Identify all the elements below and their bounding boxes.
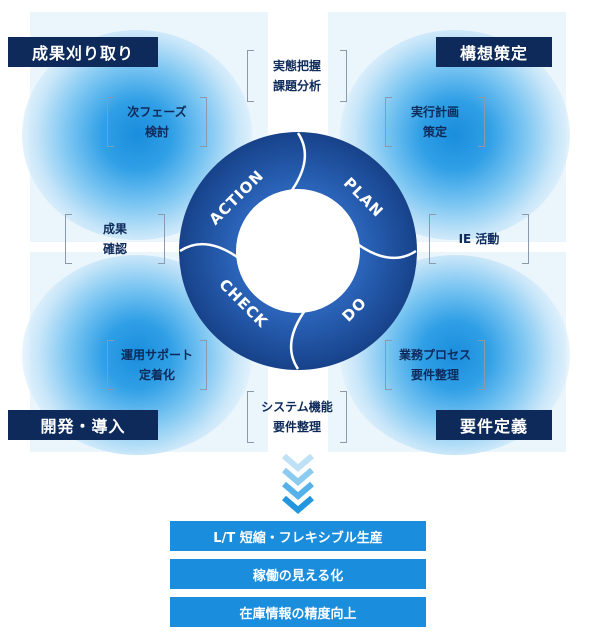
step-line: 成果 [102, 222, 127, 236]
step-line: 定着化 [138, 368, 175, 382]
step-line: 実行計画 [410, 105, 459, 119]
step-line: 次フェーズ [127, 105, 187, 119]
step-result-check: 成果確認 [65, 214, 165, 264]
phase-label-concept: 構想策定 [436, 37, 552, 67]
phase-label-harvest: 成果刈り取り [8, 37, 158, 67]
step-line: 要件整理 [410, 368, 459, 382]
divider-top [288, 132, 307, 194]
step-line: 課題分析 [272, 79, 321, 93]
step-line: IE 活動 [458, 232, 500, 246]
step-line: 要件整理 [272, 420, 321, 434]
step-line: システム機能 [261, 400, 333, 414]
chevron-2 [282, 467, 314, 486]
divider-left [179, 242, 241, 261]
step-next-phase: 次フェーズ検討 [107, 97, 207, 147]
step-line: 策定 [422, 125, 447, 139]
step-system-requirements: システム機能要件整理 [247, 391, 347, 443]
step-line: 確認 [102, 242, 127, 256]
chevron-3 [282, 481, 314, 500]
step-line: 実態把握 [272, 59, 321, 73]
chevron-4 [282, 495, 314, 514]
step-line: 業務プロセス [398, 348, 471, 362]
result-visibility: 稼働の見える化 [170, 559, 426, 589]
pdca-cycle: ACTION PLAN DO CHECK [179, 132, 417, 370]
result-inventory: 在庫情報の精度向上 [170, 597, 426, 627]
step-line: 運用サポート [120, 348, 193, 362]
step-line: 検討 [144, 125, 169, 139]
cycle-center [236, 189, 360, 313]
result-leadtime: L/T 短縮・フレキシブル生産 [170, 521, 426, 551]
down-chevrons-icon [282, 454, 314, 514]
phase-label-development: 開発・導入 [8, 410, 158, 440]
step-status-analysis: 実態把握課題分析 [247, 50, 347, 102]
divider-bottom [289, 308, 308, 370]
step-business-process: 業務プロセス要件整理 [385, 340, 485, 390]
step-ie-activity: IE 活動 [429, 214, 529, 264]
divider-right [355, 241, 417, 260]
step-operation-support: 運用サポート定着化 [107, 340, 207, 390]
step-execution-plan: 実行計画策定 [385, 97, 485, 147]
phase-label-requirements: 要件定義 [436, 410, 552, 440]
chevron-1 [282, 454, 314, 472]
